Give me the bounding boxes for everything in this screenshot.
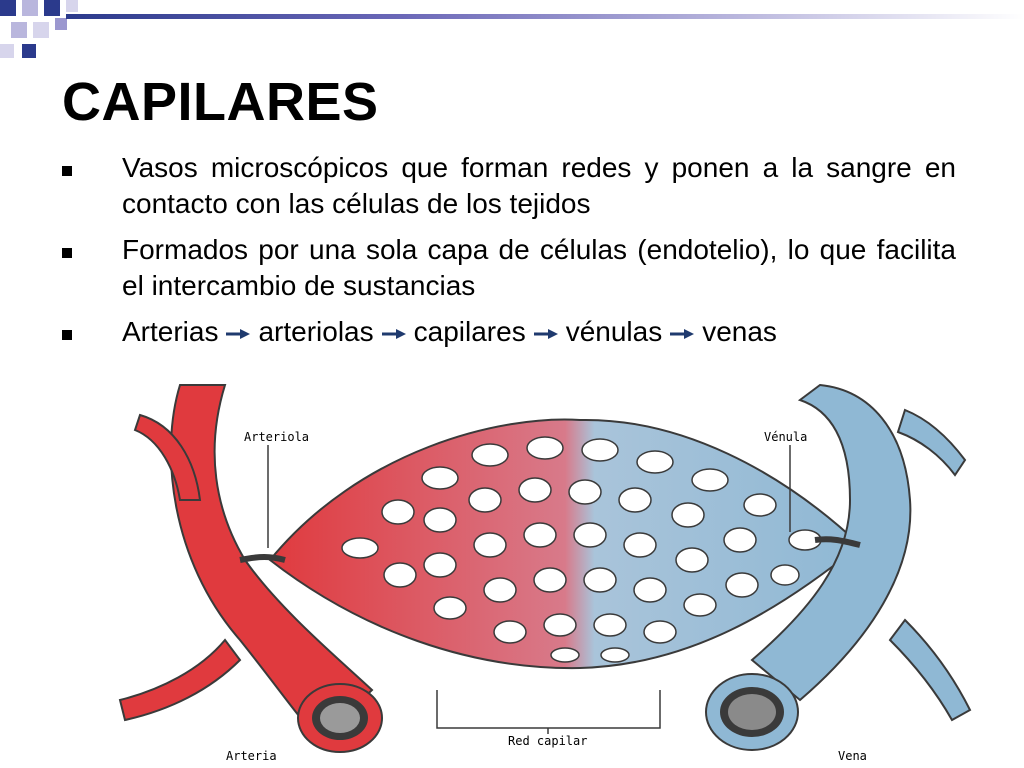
square-bullet-icon [62, 248, 72, 258]
capillary-bed [268, 418, 862, 670]
bullet-item-sequence: Arterias arteriolas capilares vénulas venas [56, 314, 956, 350]
vein-vessel [705, 383, 972, 751]
bullet-text: Vasos microscópicos que forman redes y p… [122, 152, 956, 219]
bullet-list: Vasos microscópicos que forman redes y p… [56, 150, 956, 360]
arrow-right-icon [533, 328, 558, 339]
arrow-right-icon [670, 328, 695, 339]
sequence-term: arteriolas [258, 316, 374, 347]
slide-title: CAPILARES [62, 72, 379, 132]
label-arteria: Arteria [226, 749, 277, 763]
bullet-text: Formados por una sola capa de células (e… [122, 234, 956, 301]
corner-decoration [0, 0, 110, 70]
square-bullet-icon [62, 330, 72, 340]
label-red-capilar: Red capilar [508, 734, 587, 748]
capillary-network-illustration: Arteriola Vénula Arteria Red capilar Ven… [118, 383, 972, 763]
sequence-term: capilares [413, 316, 526, 347]
leader-lines [267, 445, 791, 734]
top-rule [66, 14, 1024, 19]
bullet-item: Vasos microscópicos que forman redes y p… [56, 150, 956, 222]
sequence-term: vénulas [565, 316, 663, 347]
sequence-term: venas [702, 316, 777, 347]
square-bullet-icon [62, 166, 72, 176]
label-vena: Vena [838, 749, 867, 763]
label-venula: Vénula [764, 430, 807, 444]
sequence-term: Arterias [122, 316, 219, 347]
arrow-right-icon [381, 328, 406, 339]
bullet-item: Formados por una sola capa de células (e… [56, 232, 956, 304]
arrow-right-icon [226, 328, 251, 339]
artery-vessel [118, 384, 383, 753]
label-arteriola: Arteriola [244, 430, 309, 444]
